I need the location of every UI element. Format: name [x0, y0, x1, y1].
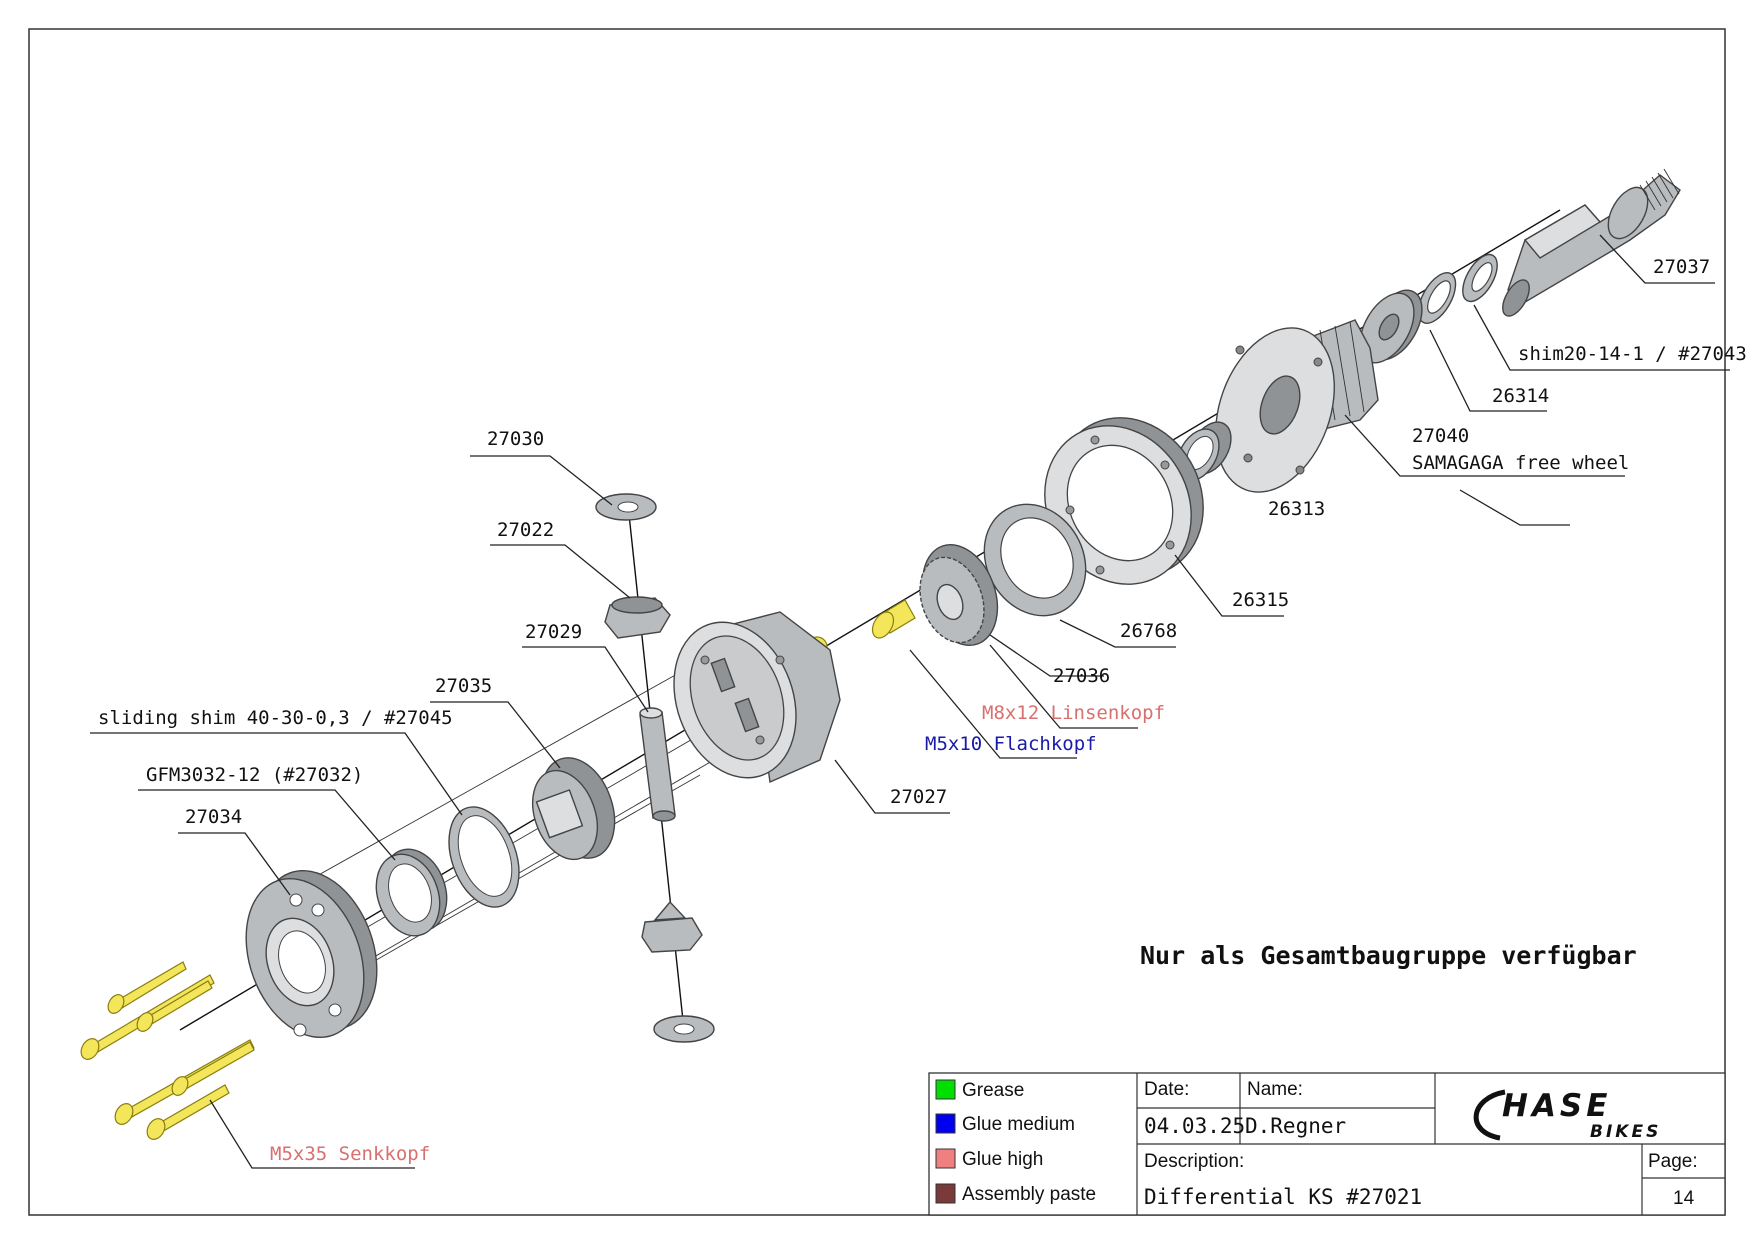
part-m5x35-screws	[80, 961, 255, 1140]
name-value: D.Regner	[1245, 1114, 1346, 1138]
part-27036-bevel-gear	[919, 543, 999, 647]
part-27040-freewheel	[1215, 319, 1379, 493]
part-27045-sliding-shim	[448, 806, 520, 908]
description-label: Description:	[1144, 1151, 1244, 1172]
date-label: Date:	[1144, 1079, 1189, 1100]
part-27022-spider-gear	[604, 596, 671, 639]
legend-swatch-assembly-paste	[935, 1183, 956, 1204]
legend-label-glue-medium: Glue medium	[962, 1114, 1075, 1135]
part-m8x12-screw	[871, 599, 916, 639]
part-27030-washer-lower	[653, 1015, 715, 1043]
hase-bikes-logo: HASE BIKES	[1473, 1088, 1661, 1142]
legend: Grease Glue medium Glue high Assembly pa…	[935, 1079, 1096, 1205]
availability-note: Nur als Gesamtbaugruppe verfügbar	[1140, 941, 1637, 970]
label-26315: 26315	[1232, 589, 1289, 611]
legend-label-glue-high: Glue high	[962, 1149, 1043, 1170]
part-27030-washer	[595, 493, 657, 521]
title-block: Grease Glue medium Glue high Assembly pa…	[928, 1072, 1726, 1216]
part-27022-spider-gear-lower	[641, 900, 703, 953]
logo-main-text: HASE	[1502, 1088, 1611, 1124]
date-value: 04.03.25	[1144, 1114, 1245, 1138]
label-27035: 27035	[435, 675, 492, 697]
part-26315-ring	[1044, 417, 1204, 585]
label-27040: 27040	[1412, 425, 1469, 447]
page-value: 14	[1673, 1188, 1695, 1209]
name-label: Name:	[1247, 1079, 1303, 1100]
legend-label-assembly-paste: Assembly paste	[962, 1184, 1096, 1205]
label-27034: 27034	[185, 806, 242, 828]
label-gfm: GFM3032-12 (#27032)	[146, 764, 363, 786]
label-sliding-shim: sliding shim 40-30-0,3 / #27045	[98, 707, 453, 729]
sheet-border	[28, 28, 1726, 1216]
label-26314: 26314	[1492, 385, 1549, 407]
label-27022: 27022	[497, 519, 554, 541]
description-value: Differential KS #27021	[1144, 1185, 1422, 1209]
label-27037: 27037	[1653, 256, 1710, 278]
label-27036: 27036	[1053, 665, 1110, 687]
part-27027-housing	[673, 611, 841, 784]
logo-sub-text: BIKES	[1590, 1122, 1661, 1142]
part-26314-bearing	[1359, 289, 1423, 364]
label-27027: 27027	[890, 786, 947, 808]
page-label: Page:	[1648, 1151, 1698, 1172]
label-26313: 26313	[1268, 498, 1325, 520]
part-27029-pin	[639, 707, 676, 822]
label-m5x10: M5x10 Flachkopf	[925, 733, 1097, 755]
shaft-thread	[1639, 168, 1680, 211]
label-m5x35: M5x35 Senkkopf	[270, 1143, 430, 1165]
leader-lines	[90, 234, 1730, 1169]
legend-swatch-glue-medium	[935, 1113, 956, 1134]
part-labels: 27037 shim20-14-1 / #27043 26314 27040 S…	[98, 256, 1747, 1165]
part-27034-flange	[245, 869, 378, 1039]
part-shim-ring	[1417, 272, 1457, 324]
label-samagaga: SAMAGAGA free wheel	[1412, 452, 1629, 474]
part-27037-shaft	[1502, 168, 1681, 317]
legend-label-grease: Grease	[962, 1080, 1024, 1101]
legend-swatch-glue-high	[935, 1148, 956, 1169]
exploded-assembly	[80, 168, 1681, 1140]
legend-swatch-grease	[935, 1079, 956, 1100]
part-27043-shim	[1462, 253, 1498, 303]
label-m8x12: M8x12 Linsenkopf	[982, 702, 1165, 724]
label-26768: 26768	[1120, 620, 1177, 642]
label-27030: 27030	[487, 428, 544, 450]
label-shim20: shim20-14-1 / #27043	[1518, 343, 1747, 365]
part-27035-side-gear	[532, 757, 616, 861]
label-27029: 27029	[525, 621, 582, 643]
part-27032-bushing	[375, 848, 448, 937]
